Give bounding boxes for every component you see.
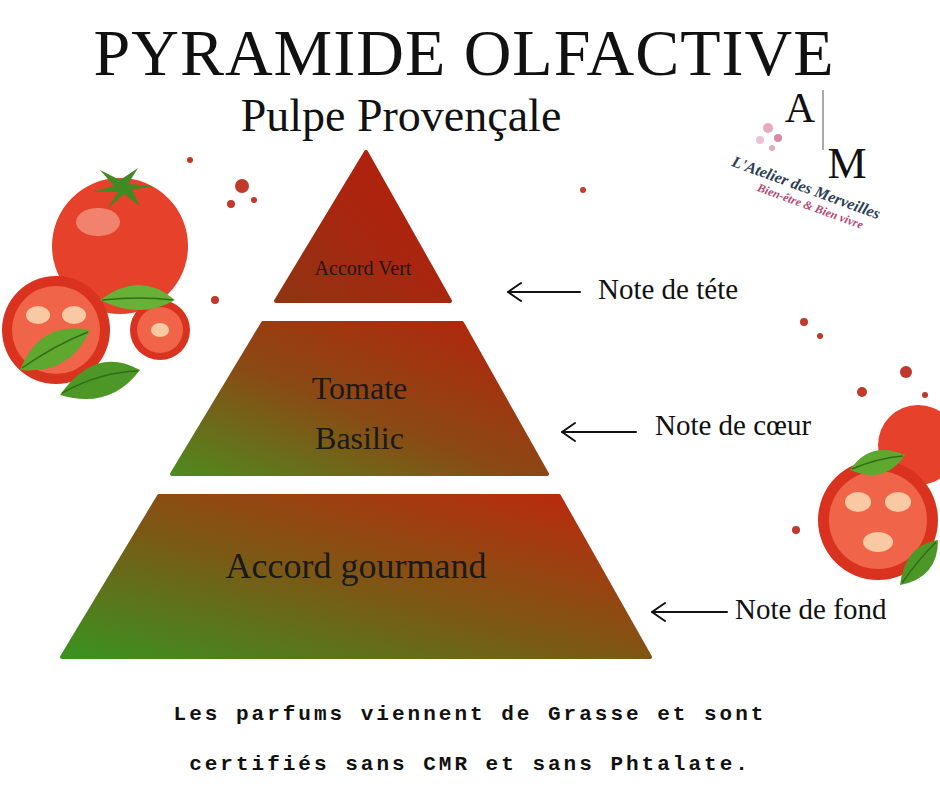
splatter-dot (580, 187, 586, 193)
tomato-stem (92, 168, 152, 208)
basil-leaf (850, 450, 905, 475)
tomato-seeds (863, 532, 893, 552)
basil-leaf (20, 328, 90, 370)
band-label: Tomate Basilic (290, 363, 430, 463)
basil-leaf (60, 362, 140, 399)
band-fill (62, 496, 650, 657)
leaf-vein (22, 298, 173, 393)
tomato-flesh (12, 286, 100, 374)
logo-text: M (827, 139, 866, 190)
logo-flower (769, 145, 775, 151)
tomato-seeds (151, 323, 169, 337)
note-label: Note de téte (598, 273, 738, 306)
splatter-dot (922, 392, 928, 398)
tomato-flesh (137, 307, 183, 353)
logo-flower (756, 136, 764, 144)
splatter-dot (227, 200, 235, 208)
note-label: Note de fond (735, 593, 886, 626)
leader-line (652, 611, 727, 613)
splatter-dot (800, 318, 808, 326)
arrow-head (562, 423, 575, 441)
tomato-seeds (62, 306, 86, 324)
right-tomatoes (818, 405, 940, 585)
title-text: PYRAMIDE OLFACTIVE (94, 20, 835, 86)
splatter-dot (792, 526, 800, 534)
caption-text: Les parfums viennent de Grasse et sont c… (150, 690, 790, 788)
pyramid-band: Accord Vert (276, 152, 450, 301)
band-fill (172, 323, 547, 474)
tomato-seeds (26, 306, 50, 324)
arrow-head (508, 283, 521, 301)
pyramid-band: Tomate Basilic (172, 323, 547, 474)
splatter-dot (211, 296, 219, 304)
leader-line (562, 431, 636, 433)
tomato-seeds (885, 492, 911, 512)
band-fill (276, 152, 450, 301)
subtitle-text: Pulpe Provençale (241, 90, 562, 143)
arrow-head (652, 603, 665, 621)
tomato-highlight (76, 208, 120, 236)
left-tomatoes (2, 168, 190, 399)
band-label: Accord Vert (276, 256, 450, 280)
splatter-dot (857, 387, 867, 397)
logo-text: A (785, 84, 815, 132)
splatter-dot (251, 197, 257, 203)
tomato-seeds (845, 492, 871, 512)
band-label: Accord gourmand (62, 544, 650, 588)
splatter-dot (187, 157, 193, 163)
note-label: Note de cœur (655, 409, 811, 442)
leaf-vein (852, 456, 936, 583)
logo-flower (763, 123, 773, 133)
splatter-dot (235, 179, 249, 193)
pyramid-band: Accord gourmand (62, 496, 650, 657)
logo-flower (774, 134, 782, 142)
leader-line (508, 291, 580, 293)
splatter-dot (817, 333, 823, 339)
splatter-dot (900, 366, 912, 378)
logo-divider (823, 90, 824, 150)
